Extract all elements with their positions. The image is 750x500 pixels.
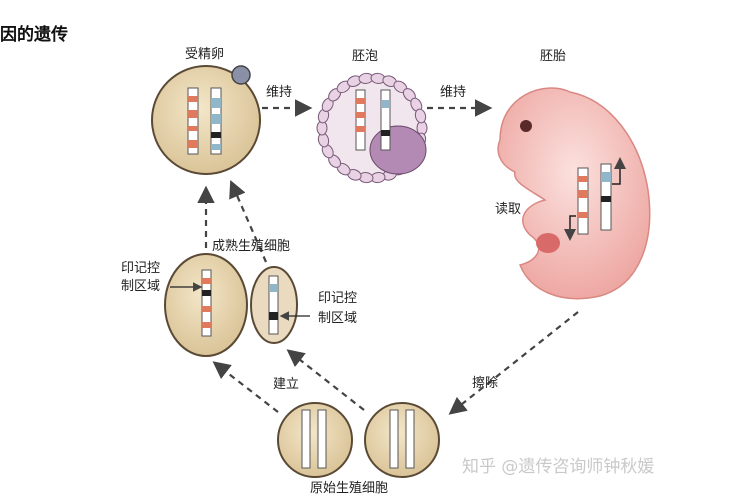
label-primordial-germ-cell: 原始生殖细胞 — [310, 481, 389, 496]
label-icr-right-2: 制区域 — [318, 311, 358, 326]
label-erase: 擦除 — [472, 376, 499, 391]
arrow-primordial-to-mature-right — [286, 349, 365, 411]
arrow-mature-right-to-egg — [229, 179, 268, 263]
embryo-eye — [520, 120, 532, 132]
label-maintain-1: 维持 — [266, 85, 293, 100]
embryo — [497, 87, 651, 300]
primordial-germ-cell-right — [364, 402, 440, 478]
arrow-primordial-to-mature-left — [212, 361, 279, 413]
primordial-germ-cell-left — [277, 402, 353, 478]
watermark: 知乎 @遗传咨询师钟秋媛 — [462, 457, 655, 477]
label-establish: 建立 — [273, 377, 300, 392]
label-maintain-2: 维持 — [440, 85, 467, 100]
label-blastocyst: 胚泡 — [352, 49, 379, 64]
label-icr-left-1: 印记控 — [121, 261, 161, 276]
label-icr-right-1: 印记控 — [318, 291, 358, 306]
label-embryo: 胚胎 — [540, 49, 567, 64]
sperm-icon — [231, 65, 251, 85]
mature-germ-cell-right — [250, 266, 298, 344]
label-mature-germ-cell: 成熟生殖细胞 — [212, 239, 291, 254]
embryo-heart — [536, 233, 560, 253]
label-read: 读取 — [495, 202, 522, 217]
flow-arrows — [197, 99, 579, 415]
mature-germ-cell-left — [164, 253, 248, 357]
arrow-embryo-to-primordial — [448, 311, 579, 415]
inner-cell-mass — [369, 125, 427, 175]
trophoblast-cell — [414, 108, 427, 124]
chromosome-pair — [187, 87, 222, 155]
label-icr-left-2: 制区域 — [121, 279, 161, 294]
fertilized-egg-cell — [151, 65, 261, 175]
page-title: 因的遗传 — [0, 25, 68, 45]
blastocyst — [316, 72, 428, 184]
label-fertilized-egg: 受精卵 — [185, 47, 225, 62]
